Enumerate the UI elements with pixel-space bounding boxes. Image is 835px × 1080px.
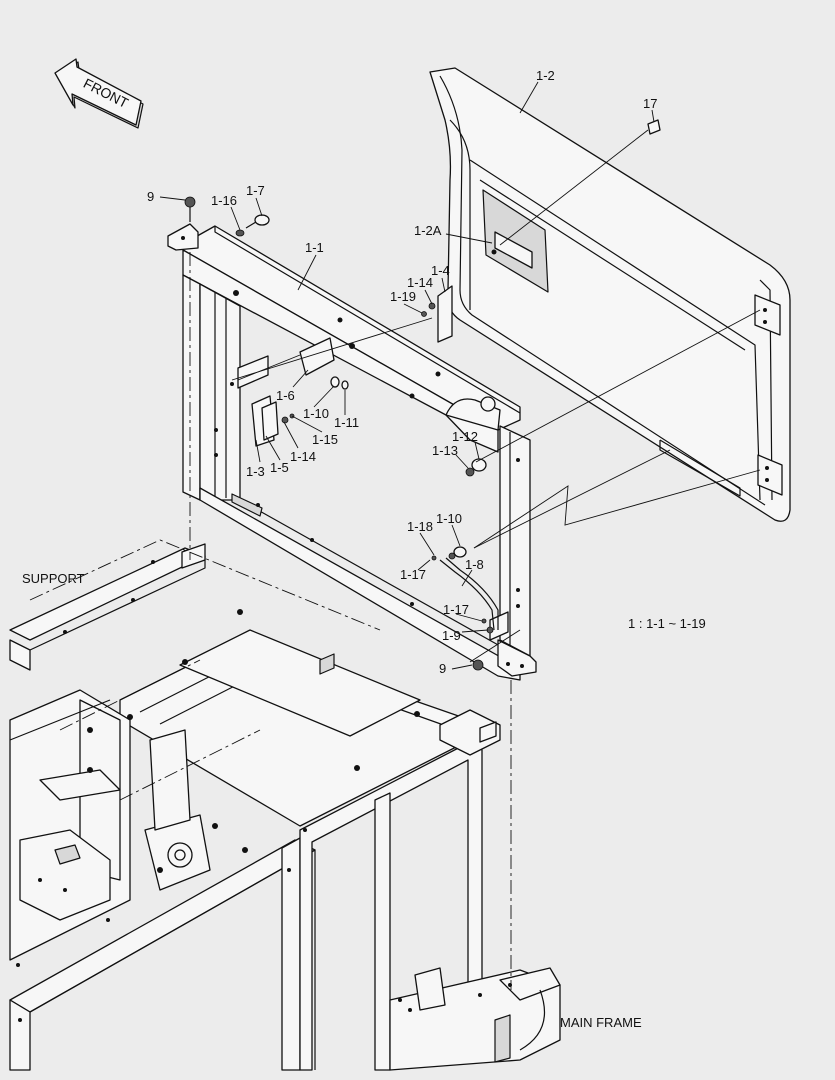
callout-1-3: 1-3 bbox=[246, 464, 265, 479]
callout-1-2a: 1-2A bbox=[414, 223, 442, 238]
main-frame-structure bbox=[9, 539, 561, 1071]
range-note: 1 : 1-1 ~ 1-19 bbox=[628, 616, 706, 631]
callout-1-1: 1-1 bbox=[305, 240, 324, 255]
callout-1-15: 1-15 bbox=[312, 432, 338, 447]
callout-1-5: 1-5 bbox=[270, 460, 289, 475]
callout-1-13: 1-13 bbox=[432, 443, 458, 458]
callout-17: 17 bbox=[643, 96, 657, 111]
callout-1-16: 1-16 bbox=[211, 193, 237, 208]
hardware-parts bbox=[184, 119, 661, 671]
callout-1-9: 1-9 bbox=[442, 628, 461, 643]
callout-1-12: 1-12 bbox=[452, 429, 478, 444]
callout-1-6: 1-6 bbox=[276, 388, 295, 403]
callout-leaders bbox=[159, 81, 655, 670]
callout-9-bottom: 9 bbox=[439, 661, 446, 676]
frame-part-1-1 bbox=[167, 223, 537, 681]
callout-1-11: 1-11 bbox=[334, 415, 359, 430]
callout-labels: 1-2 17 1-2A 9 1-16 1-7 1-1 1-14 1-4 1-19… bbox=[147, 68, 657, 676]
callout-9-top: 9 bbox=[147, 189, 154, 204]
section-labels: SUPPORT MAIN FRAME 1 : 1-1 ~ 1-19 bbox=[22, 571, 706, 1030]
callout-1-19: 1-19 bbox=[390, 289, 416, 304]
callout-1-8: 1-8 bbox=[465, 557, 484, 572]
callout-1-17-upper: 1-17 bbox=[400, 567, 426, 582]
callout-1-10-upper: 1-10 bbox=[303, 406, 329, 421]
front-arrow: FRONT bbox=[54, 58, 144, 129]
support-label: SUPPORT bbox=[22, 571, 85, 586]
cover-part-1-2 bbox=[429, 67, 791, 522]
callout-1-4: 1-4 bbox=[431, 263, 450, 278]
callout-1-2: 1-2 bbox=[536, 68, 555, 83]
callout-1-18: 1-18 bbox=[407, 519, 433, 534]
main-frame-label: MAIN FRAME bbox=[560, 1015, 642, 1030]
callout-1-7: 1-7 bbox=[246, 183, 265, 198]
callout-1-17-lower: 1-17 bbox=[443, 602, 469, 617]
assembly-lines bbox=[189, 129, 761, 990]
callout-1-14-lower: 1-14 bbox=[290, 449, 316, 464]
callout-1-10-lower: 1-10 bbox=[436, 511, 462, 526]
callout-1-14-upper: 1-14 bbox=[407, 275, 433, 290]
